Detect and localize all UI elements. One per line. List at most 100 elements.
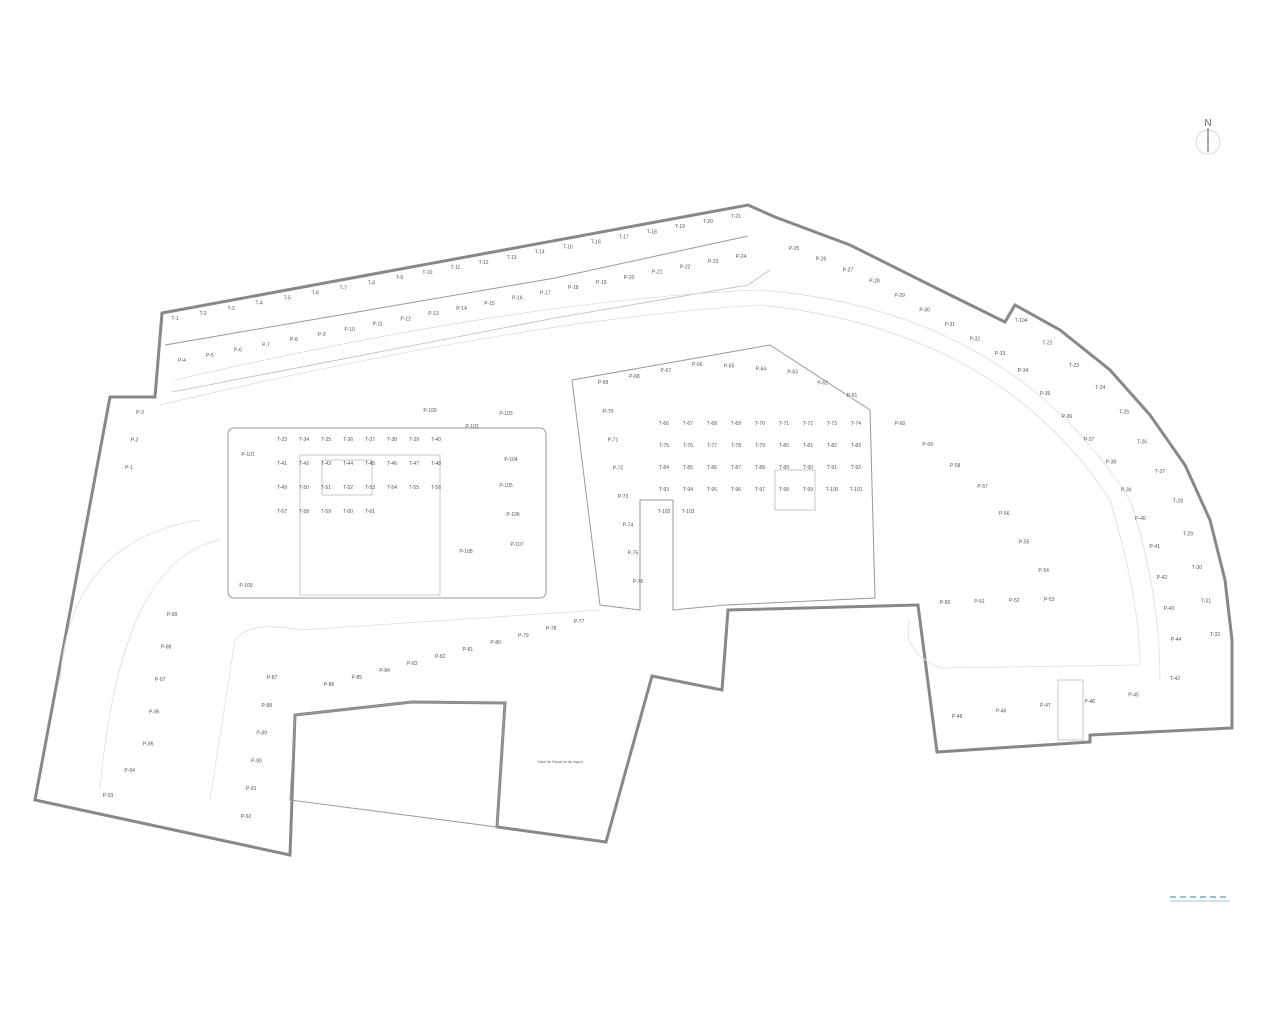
parking-space-label: P-83 <box>407 661 418 667</box>
parking-space-label: P-84 <box>379 668 390 674</box>
parking-space-label: P-89 <box>256 731 267 737</box>
parking-space-label: P-90 <box>251 758 262 764</box>
storage-unit-label: T-27 <box>1155 469 1165 475</box>
storage-unit-label: T-16 <box>591 240 601 246</box>
parking-space-label: P-107 <box>510 542 524 548</box>
parking-space-label: P-60 <box>895 421 906 427</box>
storage-unit-label: T-14 <box>535 250 545 256</box>
parking-space-label: P-71 <box>608 437 619 443</box>
parking-space-label: P-95 <box>143 742 154 748</box>
parking-space-label: P-85 <box>352 675 363 681</box>
storage-unit-label: T-100 <box>826 487 839 493</box>
storage-unit-label: T-71 <box>779 421 789 427</box>
storage-unit-label: T-72 <box>803 421 813 427</box>
storage-unit-label: T-52 <box>343 485 353 491</box>
parking-space-label: P-79 <box>518 633 529 639</box>
storage-unit-label: T-88 <box>755 465 765 471</box>
central-island <box>227 427 547 599</box>
parking-space-label: P-81 <box>463 647 474 653</box>
parking-space-label: P-67 <box>661 368 672 374</box>
storage-unit-label: T-78 <box>731 443 741 449</box>
parking-space-label: P-51 <box>974 599 985 605</box>
parking-space-label: P-35 <box>1040 391 1051 397</box>
storage-unit-label: T-44 <box>343 461 353 467</box>
storage-unit-label: T-54 <box>387 485 397 491</box>
storage-unit-label: T-104 <box>1015 318 1028 324</box>
storage-unit-label: T-74 <box>851 421 861 427</box>
parking-space-label: P-76 <box>633 579 644 585</box>
storage-unit-label: T-4 <box>255 301 262 307</box>
parking-space-label: P-62 <box>817 381 828 387</box>
parking-space-label: P-14 <box>456 306 467 312</box>
storage-unit-label: T-17 <box>619 234 629 240</box>
storage-unit-label: T-90 <box>803 465 813 471</box>
parking-space-label: P-70 <box>603 409 614 415</box>
scale-bar <box>1170 896 1230 902</box>
parking-space-label: P-103 <box>499 411 513 417</box>
storage-row-wall <box>164 235 749 346</box>
parking-space-label: P-39 <box>1121 487 1132 493</box>
storage-unit-label: T-10 <box>422 270 432 276</box>
driveway <box>159 304 1141 669</box>
core-block <box>299 454 441 596</box>
storage-unit-label: T-1 <box>171 316 178 322</box>
storage-unit-label: T-101 <box>850 487 863 493</box>
storage-unit-label: T-41 <box>277 461 287 467</box>
water-reserve-room <box>289 701 506 828</box>
parking-space-label: P-106 <box>506 512 520 518</box>
parking-space-label: P-58 <box>950 463 961 469</box>
parking-space-label: P-21 <box>652 270 663 276</box>
parking-space-label: P-6 <box>234 348 242 354</box>
parking-space-label: P-52 <box>1009 598 1020 604</box>
parking-space-label: P-33 <box>995 351 1006 357</box>
storage-unit-label: T-60 <box>343 509 353 515</box>
storage-unit-label: T-79 <box>755 443 765 449</box>
storage-unit-label: T-89 <box>779 465 789 471</box>
storage-unit-label: T-97 <box>755 487 765 493</box>
storage-unit-label: T-29 <box>1183 532 1193 538</box>
storage-unit-label: T-102 <box>658 509 671 515</box>
parking-space-label: P-28 <box>869 279 880 285</box>
storage-unit-label: T-67 <box>683 421 693 427</box>
parking-space-label: P-105 <box>499 483 513 489</box>
parking-space-label: P-40 <box>1135 516 1146 522</box>
parking-space-label: P-23 <box>708 259 719 265</box>
storage-unit-label: T-56 <box>431 485 441 491</box>
storage-unit-label: T-15 <box>563 245 573 251</box>
parking-space-label: P-2 <box>131 438 139 444</box>
parking-space-label: P-96 <box>149 709 160 715</box>
storage-unit-label: T-30 <box>1192 565 1202 571</box>
parking-space-label: P-1 <box>125 465 133 471</box>
parking-space-label: P-97 <box>155 677 166 683</box>
parking-space-label: P-10 <box>344 327 355 333</box>
parking-space-label: P-15 <box>484 301 495 307</box>
north-compass-icon: N <box>1195 118 1221 155</box>
parking-space-label: P-55 <box>1019 539 1030 545</box>
parking-space-label: P-45 <box>1128 692 1139 698</box>
parking-space-label: P-88 <box>262 703 273 709</box>
parking-space-label: P-46 <box>996 708 1007 714</box>
parking-space-label: P-69 <box>598 380 609 386</box>
parking-space-label: P-104 <box>504 457 518 463</box>
storage-unit-label: T-11 <box>451 265 461 271</box>
parking-space-label: P-20 <box>624 275 635 281</box>
storage-unit-label: T-69 <box>731 421 741 427</box>
storage-unit-label: T-53 <box>365 485 375 491</box>
parking-space-label: P-5 <box>206 353 214 359</box>
parking-space-label: P-101 <box>241 452 255 458</box>
parking-space-label: P-61 <box>847 393 858 399</box>
parking-space-label: P-59 <box>922 442 933 448</box>
storage-unit-label: T-48 <box>431 461 441 467</box>
parking-space-label: P-34 <box>1018 368 1029 374</box>
parking-space-label: P-56 <box>999 511 1010 517</box>
room-label: Sala de Reserva de Agua <box>537 759 583 764</box>
storage-unit-label: T-8 <box>368 280 375 286</box>
storage-unit-label: T-103 <box>682 509 695 515</box>
parking-space-label: P-26 <box>816 257 827 263</box>
storage-unit-label: T-3 <box>227 306 234 312</box>
parking-space-label: P-86 <box>324 682 335 688</box>
parking-space-label: P-37 <box>1084 437 1095 443</box>
parking-space-label: P-77 <box>574 619 585 625</box>
storage-unit-label: T-45 <box>365 461 375 467</box>
storage-unit-label: T-75 <box>659 443 669 449</box>
